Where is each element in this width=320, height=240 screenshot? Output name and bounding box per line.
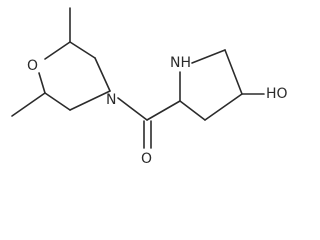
- bond-n-c5: [69, 90, 111, 111]
- ring-oxygen-label: O: [27, 58, 38, 74]
- bond-c5-c6: [44, 92, 71, 111]
- bond-n-carbonyl: [117, 97, 148, 121]
- bond-o-c2: [44, 41, 71, 60]
- morpholine-ring: [38, 41, 111, 111]
- bond-c2-c3: [69, 41, 96, 59]
- methyl-bottom: [11, 92, 46, 117]
- bond-c4-c3: [204, 93, 243, 121]
- pyrrolidine-nh-label: NH: [170, 55, 191, 71]
- molecule-structure: O N O NH HO: [11, 7, 288, 167]
- ring-nitrogen-label: N: [106, 92, 116, 108]
- hydroxyl-label: HO: [266, 86, 288, 102]
- bond-c6-o: [38, 72, 46, 94]
- bond-carbonyl-c2: [146, 100, 181, 121]
- pyrrolidine-ring: [179, 49, 243, 121]
- carbonyl-oxygen-label: O: [141, 151, 152, 167]
- bond-c5-c4: [224, 49, 243, 95]
- bond-nh-c5: [191, 49, 226, 64]
- bond-c3-c2: [179, 100, 206, 121]
- bond-c3-n: [94, 57, 111, 92]
